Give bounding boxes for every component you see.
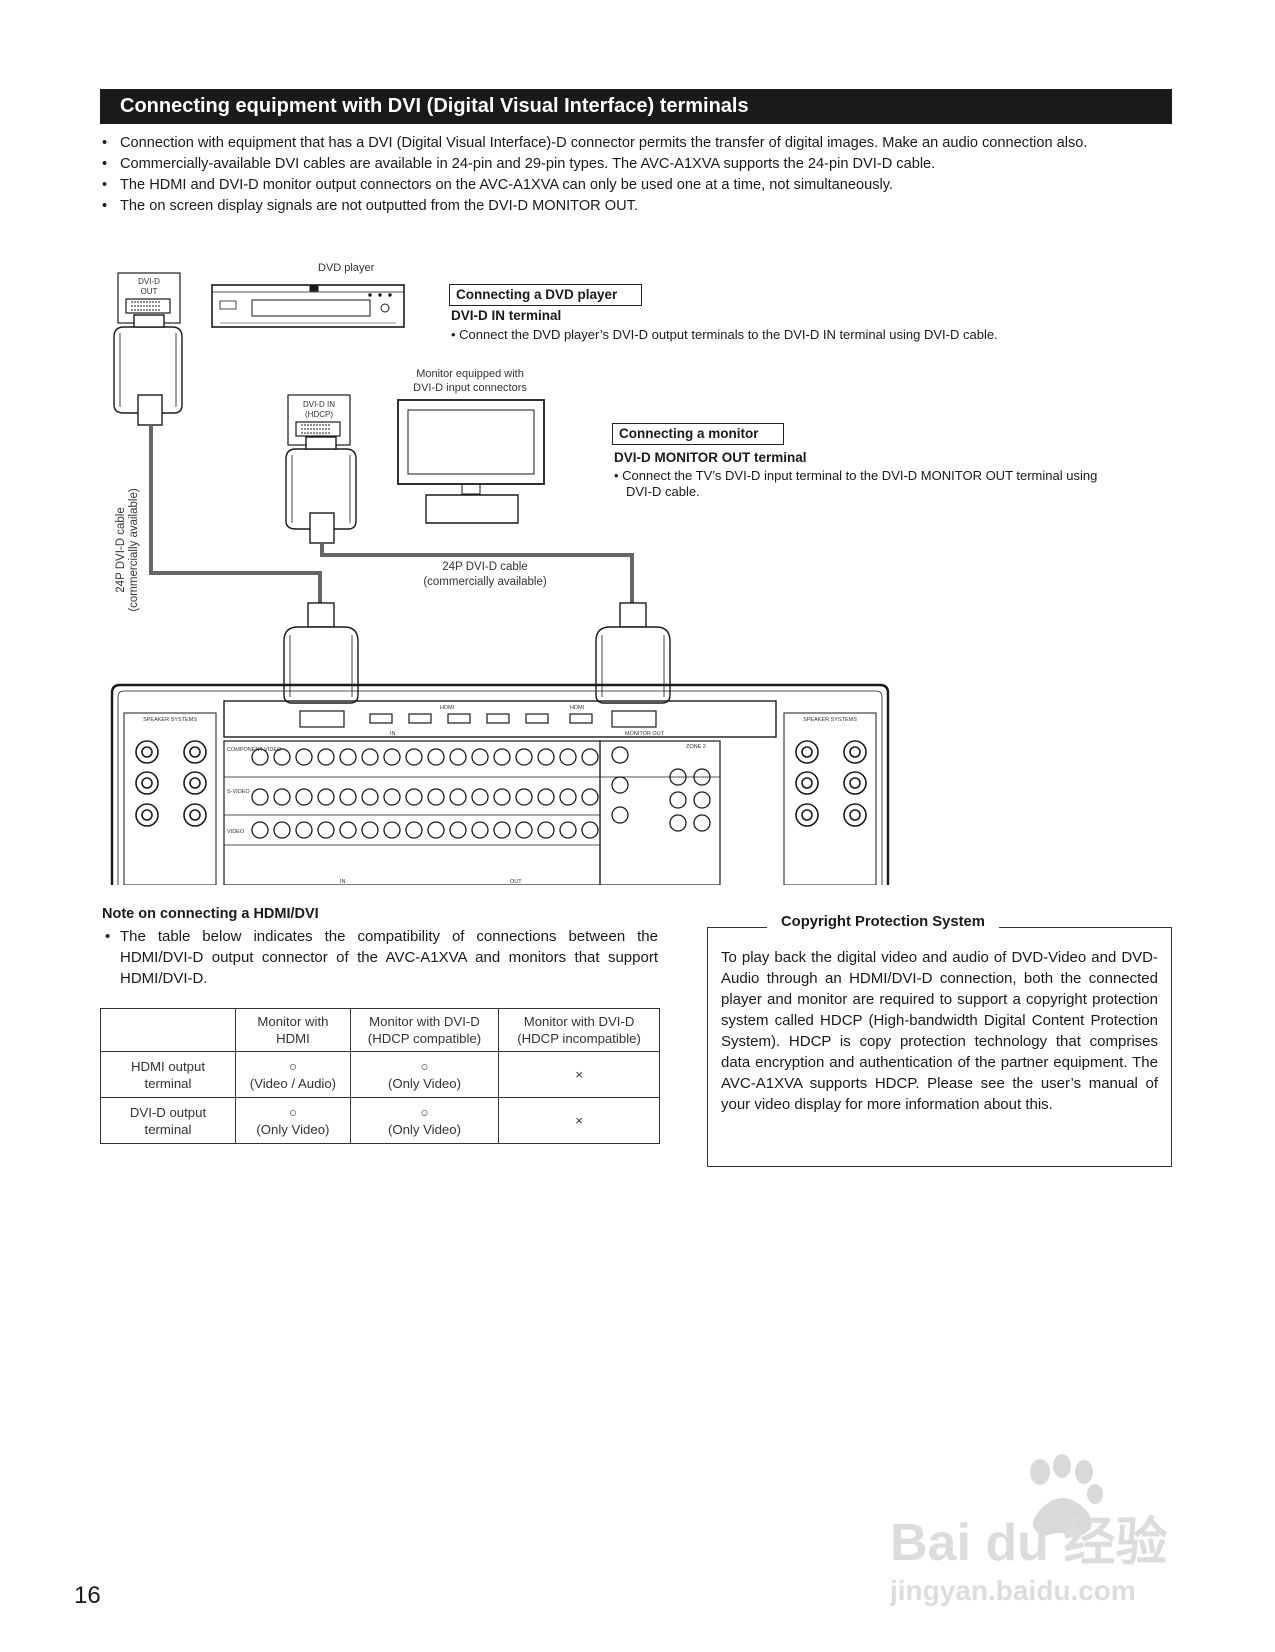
panel-label: SPEAKER SYSTEMS bbox=[143, 717, 197, 723]
dvi-cable-left bbox=[149, 425, 322, 607]
monitor-section-subtitle: DVI-D MONITOR OUT terminal bbox=[614, 450, 807, 465]
panel-label: HDMI bbox=[440, 705, 455, 711]
baidu-watermark-logo: Bai du 经验 jingyan.baidu.com bbox=[890, 1454, 1167, 1606]
panel-label: COMPONENT VIDEO bbox=[227, 747, 282, 753]
panel-label: HDMI bbox=[570, 705, 585, 711]
dvd-section-text: • Connect the DVD player’s DVI-D output … bbox=[451, 327, 998, 342]
monitor-section-title: Connecting a monitor bbox=[612, 423, 784, 445]
dvd-section-title: Connecting a DVD player bbox=[449, 284, 642, 306]
monitor-label: Monitor equipped with bbox=[416, 368, 524, 380]
dvi-port-icon bbox=[125, 298, 171, 314]
cable-label: (commercially available) bbox=[128, 488, 140, 612]
dvi-cable-connector bbox=[595, 602, 671, 704]
table-cell: ○(Video / Audio) bbox=[235, 1051, 351, 1098]
dvi-port-icon bbox=[295, 421, 341, 437]
panel-label: IN bbox=[340, 879, 346, 885]
panel-label: OUT bbox=[510, 879, 522, 885]
monitor-section-text: • Connect the TV’s DVI-D input terminal … bbox=[614, 468, 1098, 483]
table-cell: ○(Only Video) bbox=[349, 1051, 500, 1098]
dvi-d-in-label: (HDCP) bbox=[305, 410, 333, 419]
dvi-cable-connector bbox=[113, 314, 183, 426]
note-text: The table below indicates the compatibil… bbox=[102, 926, 658, 989]
intro-bullet-list: Connection with equipment that has a DVI… bbox=[100, 133, 1172, 217]
panel-label: S-VIDEO bbox=[227, 789, 250, 795]
dvd-player-illustration bbox=[211, 284, 405, 328]
table-cell: ○(Only Video) bbox=[235, 1097, 351, 1144]
cable-label: (commercially available) bbox=[423, 576, 547, 588]
panel-label: VIDEO bbox=[227, 829, 245, 835]
monitor-section-text: DVI-D cable. bbox=[626, 484, 700, 499]
section-title: Connecting equipment with DVI (Digital V… bbox=[100, 89, 1172, 124]
bullet-item: Commercially-available DVI cables are av… bbox=[100, 154, 1172, 175]
bullet-item: The HDMI and DVI-D monitor output connec… bbox=[100, 175, 1172, 196]
watermark-brand: Bai du 经验 bbox=[890, 1514, 1167, 1572]
copyright-title: Copyright Protection System bbox=[767, 914, 999, 930]
dvi-d-out-label: DVI-D bbox=[138, 277, 160, 286]
note-title: Note on connecting a HDMI/DVI bbox=[102, 906, 319, 922]
table-corner-cell bbox=[100, 1008, 236, 1052]
dvi-d-in-label: DVI-D IN bbox=[303, 400, 335, 409]
panel-label: ZONE 2 bbox=[686, 744, 706, 750]
cable-label: 24P DVI-D cable bbox=[442, 561, 527, 573]
page-number: 16 bbox=[74, 1582, 101, 1609]
dvi-cable-right bbox=[320, 543, 634, 607]
connection-diagram: DVD player DVI-D OUT 24P DVI-D cable (co… bbox=[110, 262, 890, 885]
table-header-cell: Monitor with DVI-D(HDCP incompatible) bbox=[498, 1008, 660, 1052]
dvd-section-subtitle: DVI-D IN terminal bbox=[451, 308, 562, 323]
dvi-cable-connector bbox=[283, 602, 359, 704]
bullet-item: The on screen display signals are not ou… bbox=[100, 196, 1172, 217]
dvd-player-label: DVD player bbox=[318, 262, 375, 274]
monitor-illustration bbox=[397, 399, 545, 524]
panel-label: SPEAKER SYSTEMS bbox=[803, 717, 857, 723]
copyright-text: To play back the digital video and audio… bbox=[721, 949, 1158, 1113]
panel-label: IN bbox=[390, 731, 396, 737]
receiver-rear-panel: SPEAKER SYSTEMS SPEAKER SYSTEMS HDMI IN … bbox=[110, 683, 890, 885]
table-cell: × bbox=[498, 1051, 660, 1098]
table-header-cell: Monitor with DVI-D(HDCP compatible) bbox=[349, 1008, 500, 1052]
watermark-url: jingyan.baidu.com bbox=[890, 1575, 1136, 1606]
cable-label: 24P DVI-D cable bbox=[115, 507, 127, 592]
table-cell: × bbox=[498, 1097, 660, 1144]
dvi-cable-connector bbox=[285, 436, 357, 544]
table-cell: ○(Only Video) bbox=[349, 1097, 500, 1144]
dvi-d-out-label: OUT bbox=[141, 287, 158, 296]
panel-label: MONITOR OUT bbox=[625, 731, 665, 737]
bullet-item: Connection with equipment that has a DVI… bbox=[100, 133, 1172, 154]
monitor-label: DVI-D input connectors bbox=[413, 382, 527, 394]
